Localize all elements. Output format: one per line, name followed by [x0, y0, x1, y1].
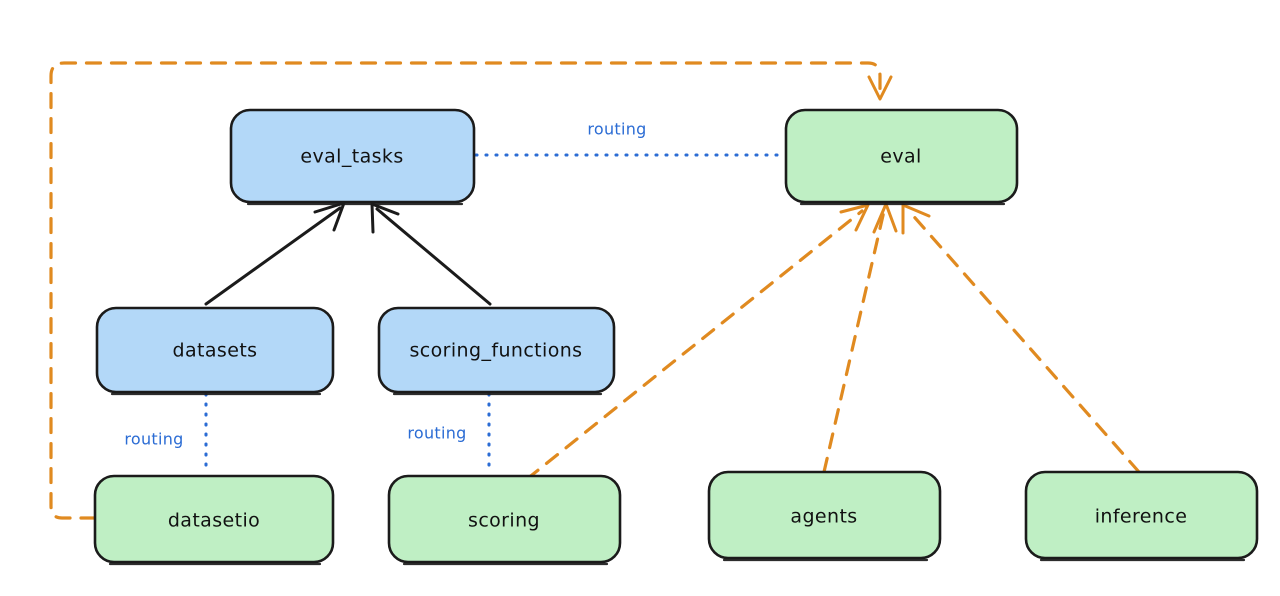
edge-label-layer: routing routing routing [124, 120, 646, 449]
node-eval_tasks-label: eval_tasks [300, 146, 403, 168]
edge-scoringfn-eval_tasks-line [375, 207, 492, 306]
edge-label-routing-scoring: routing [407, 424, 466, 443]
edge-datasets-eval_tasks-line [204, 206, 342, 306]
edge-agents-eval-arrowhead [872, 202, 898, 234]
edge-scoringfn-eval_tasks[interactable] [370, 202, 492, 306]
edge-datasetio-eval-arrowhead [867, 75, 893, 101]
edge-agents-eval-line [822, 209, 886, 474]
node-agents[interactable]: agents [707, 470, 942, 562]
node-eval[interactable]: eval [784, 108, 1019, 206]
node-scoring[interactable]: scoring [387, 474, 622, 566]
node-scoring-label: scoring [468, 510, 540, 532]
node-scoring_functions[interactable]: scoring_functions [377, 306, 616, 396]
node-inference-box [1024, 470, 1259, 560]
node-scoring_functions-box [377, 306, 616, 394]
node-eval-box [784, 108, 1019, 204]
edge-scoring-eval-line [525, 209, 864, 481]
node-eval-label: eval [880, 146, 921, 168]
node-datasetio[interactable]: datasetio [93, 474, 335, 566]
node-eval_tasks[interactable]: eval_tasks [229, 108, 476, 206]
node-scoring_functions-label: scoring_functions [410, 340, 583, 362]
node-datasetio-box [93, 474, 335, 564]
node-layer: eval_tasks eval datasets scoring_functio… [93, 108, 1259, 566]
edge-label-routing-eval: routing [587, 120, 646, 139]
node-agents-box [707, 470, 942, 560]
node-datasets-box [95, 306, 335, 394]
node-inference[interactable]: inference [1024, 470, 1259, 562]
edge-inference-eval-line [907, 209, 1141, 474]
node-agents-label: agents [790, 506, 857, 528]
edge-inference-eval[interactable] [901, 203, 1141, 474]
edge-datasetio-eval[interactable] [49, 61, 893, 520]
node-datasets-label: datasets [173, 340, 258, 362]
node-inference-label: inference [1095, 506, 1188, 528]
node-datasetio-label: datasetio [168, 510, 260, 532]
node-datasets[interactable]: datasets [95, 306, 335, 396]
node-scoring-box [387, 474, 622, 564]
edge-agents-eval[interactable] [822, 202, 898, 474]
edge-label-routing-datasetio: routing [124, 430, 183, 449]
edge-datasets-eval_tasks[interactable] [204, 201, 346, 306]
node-eval_tasks-box [229, 108, 476, 204]
